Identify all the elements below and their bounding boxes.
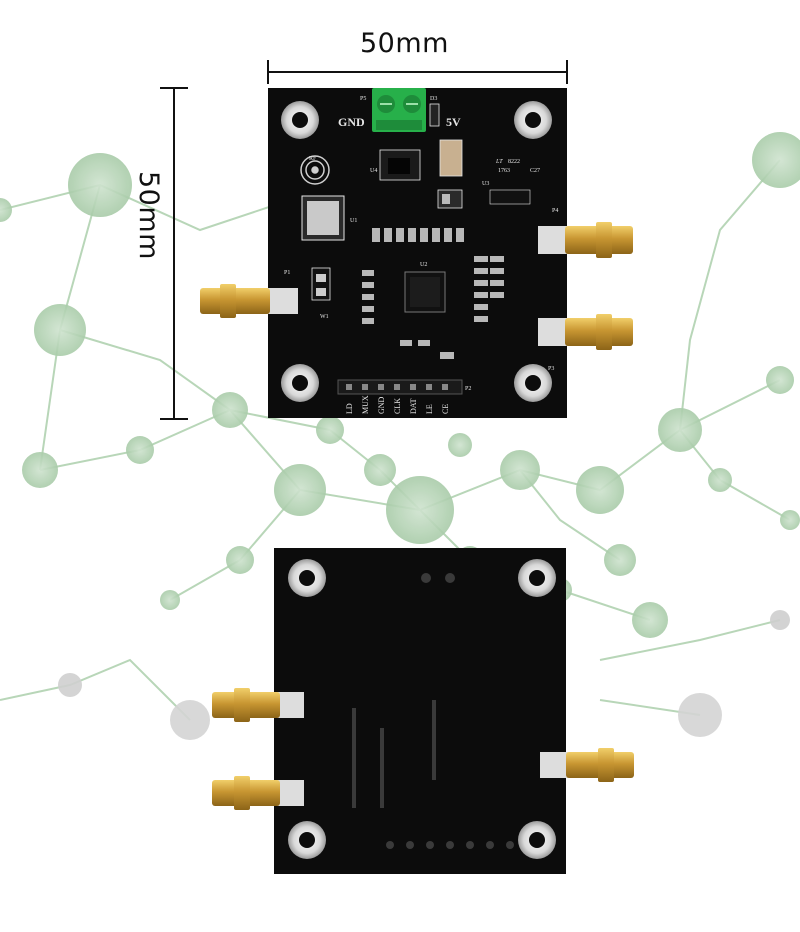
passive-components [362,228,504,359]
header-pin-labels: LD MUX GND CLK DAT LE CE [345,395,450,414]
w1-label: W1 [320,314,329,320]
pcb-board-bottom [212,548,634,874]
height-dimension-line [160,87,188,420]
sma-connector-p3 [538,314,633,350]
height-dimension-label: 50mm [133,170,164,260]
p1-label: P1 [284,270,290,276]
network-nodes [0,132,800,740]
gnd-label: GND [338,115,365,129]
vcc-label: 5V [446,115,461,129]
reg-marking-1: 8222 [508,159,520,165]
u4-label: U4 [370,168,377,174]
screw-terminal [372,88,426,132]
sma-connector-bottom-2 [212,776,304,810]
p3-label: P3 [548,366,554,372]
rf-logo [300,155,330,185]
p4-label: P4 [552,208,558,214]
sma-connector-bottom-3 [540,748,634,782]
mounting-holes-bottom [288,559,556,859]
u2-label: U2 [420,262,427,268]
pin-label-ld: LD [345,403,354,414]
sma-connector-bottom-1 [212,688,304,722]
reg-logo: LT [495,159,503,165]
p5-label: P5 [360,96,366,102]
pin-label-mux: MUX [361,395,370,414]
pin-label-dat: DAT [409,398,418,414]
reg-marking-2: 1763 [498,168,510,174]
u3-label: U3 [482,181,489,187]
rf-mark: RF [309,156,317,162]
c27-label: C27 [530,168,540,174]
p2-label: P2 [465,386,471,392]
d3-label: D3 [430,96,437,102]
width-dimension-label: 50mm [360,28,449,59]
sma-connector-p4 [538,222,633,258]
width-dimension-line [267,60,568,84]
pin-label-clk: CLK [393,398,402,414]
pcb-board-top: GND 5V P5 D3 U4 LT 8222 1763 U3 C27 RF U… [200,88,633,418]
sma-connector-p1 [200,284,298,318]
bottom-vias [352,573,514,849]
pin-label-gnd: GND [377,396,386,414]
pin-label-le: LE [425,404,434,414]
u1-label: U1 [350,218,357,224]
pin-label-ce: CE [441,404,450,414]
mounting-holes-top [281,101,552,402]
